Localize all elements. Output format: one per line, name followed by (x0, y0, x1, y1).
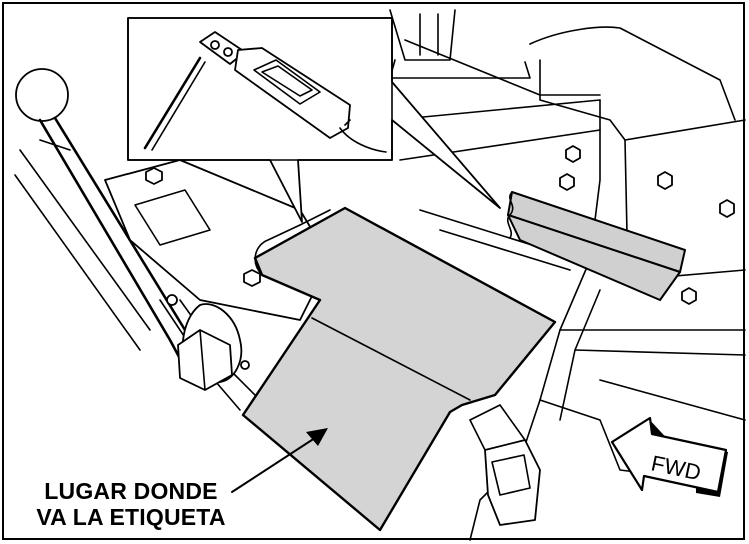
leader-arrow (231, 428, 328, 493)
probe-tool-icon (143, 31, 387, 153)
label-line-1: LUGAR DONDE (44, 478, 218, 504)
label-line-2: VA LA ETIQUETA (36, 504, 226, 530)
fwd-arrow-icon (610, 416, 728, 497)
chassis-frame (389, 9, 746, 541)
angle-bracket (506, 191, 686, 301)
bolt-icon (145, 145, 735, 305)
label-location-text: LUGAR DONDE VA LA ETIQUETA (6, 478, 256, 530)
deflector-shield (241, 206, 557, 532)
